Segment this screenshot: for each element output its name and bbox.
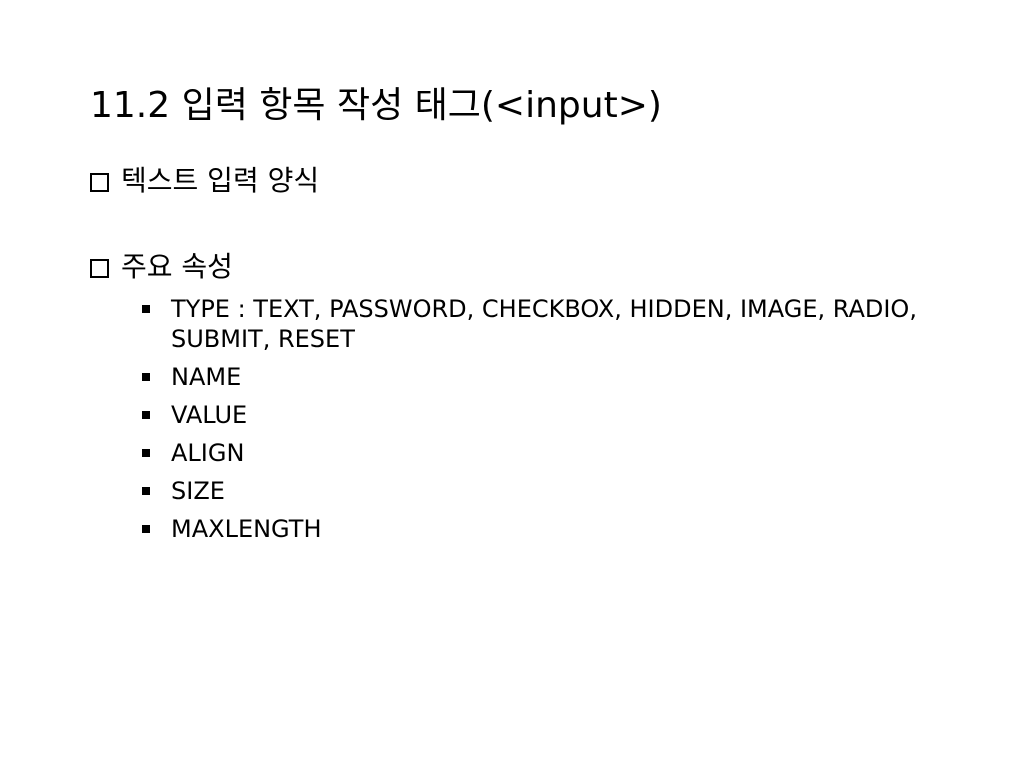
square-bullet-icon [142, 411, 150, 419]
hollow-square-bullet-icon [90, 258, 109, 278]
attribute-text: NAME [171, 363, 242, 391]
list-item: SIZE [136, 476, 956, 506]
list-item: VALUE [136, 400, 956, 430]
list-item: MAXLENGTH [136, 514, 956, 544]
section-label: 주요 속성 [121, 250, 233, 283]
section-label: 텍스트 입력 양식 [121, 164, 320, 197]
slide-title: 11.2 입력 항목 작성 태그(<input>) [90, 85, 662, 126]
square-bullet-icon [142, 373, 150, 381]
hollow-square-bullet-icon [90, 172, 109, 192]
list-item: ALIGN [136, 438, 956, 468]
attribute-text: MAXLENGTH [171, 515, 322, 543]
attribute-text: ALIGN [171, 439, 245, 467]
attribute-text: VALUE [171, 401, 248, 429]
square-bullet-icon [142, 449, 150, 457]
list-item: NAME [136, 362, 956, 392]
attribute-list: TYPE : TEXT, PASSWORD, CHECKBOX, HIDDEN,… [136, 294, 956, 552]
attribute-text: SIZE [171, 477, 225, 505]
section-main-attributes: 주요 속성 [90, 250, 233, 284]
square-bullet-icon [142, 305, 150, 313]
square-bullet-icon [142, 487, 150, 495]
section-text-input-form: 텍스트 입력 양식 [90, 164, 319, 198]
square-bullet-icon [142, 525, 150, 533]
list-item: TYPE : TEXT, PASSWORD, CHECKBOX, HIDDEN,… [136, 294, 956, 354]
attribute-text: TYPE : TEXT, PASSWORD, CHECKBOX, HIDDEN,… [171, 295, 917, 353]
